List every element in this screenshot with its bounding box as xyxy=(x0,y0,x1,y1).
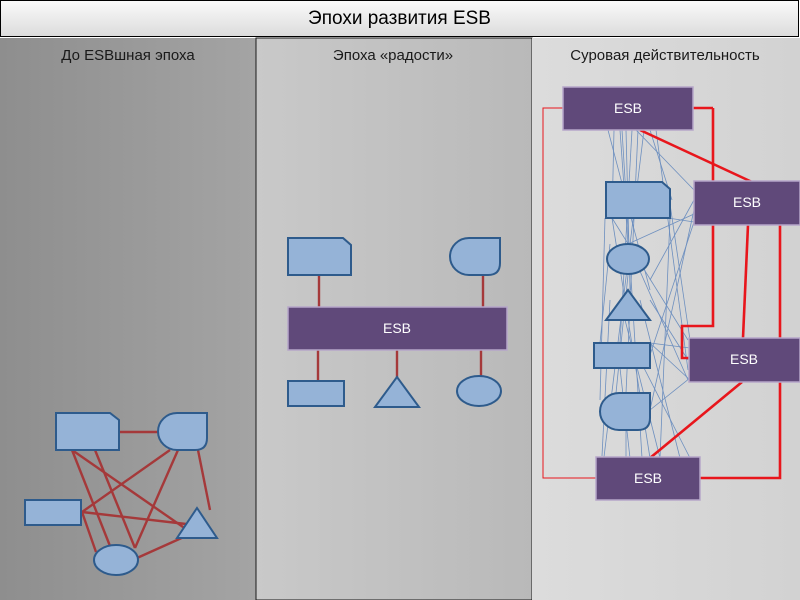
triangle-shape xyxy=(373,375,421,408)
esb-box-bottom-label: ESB xyxy=(634,470,662,486)
esb-box-top-label: ESB xyxy=(614,100,642,116)
esb-box-right-upper-label: ESB xyxy=(733,194,761,210)
esb-box-top: ESB xyxy=(562,86,694,131)
page-title: Эпохи развития ESB xyxy=(0,0,799,37)
document-shape xyxy=(287,237,352,276)
esb-box-right-lower: ESB xyxy=(688,337,800,383)
triangle-shape xyxy=(604,288,652,321)
column-1-heading: До ESBшная эпоха xyxy=(61,47,195,64)
drum-shape xyxy=(449,237,501,276)
document-shape xyxy=(55,412,120,451)
red-links xyxy=(542,106,782,480)
triangle-shape xyxy=(175,506,219,539)
ellipse-shape xyxy=(456,375,502,407)
esb-bus-label: ESB xyxy=(383,320,411,336)
drum-shape xyxy=(599,392,651,431)
esb-bus: ESB xyxy=(287,306,508,351)
ellipse-shape xyxy=(93,544,139,576)
esb-box-bottom: ESB xyxy=(595,456,701,501)
mesh-links xyxy=(70,430,212,560)
bus-links xyxy=(316,276,485,381)
ellipse-shape xyxy=(606,243,650,275)
esb-box-right-upper: ESB xyxy=(693,180,800,226)
rectangle-shape xyxy=(593,342,651,369)
rectangle-shape xyxy=(24,499,82,526)
document-shape xyxy=(605,181,671,219)
rectangle-shape xyxy=(287,380,345,407)
esb-box-right-lower-label: ESB xyxy=(730,351,758,367)
drum-shape xyxy=(157,412,208,451)
column-3-heading: Суровая действительность xyxy=(570,47,760,64)
column-2-heading: Эпоха «радости» xyxy=(333,47,453,64)
